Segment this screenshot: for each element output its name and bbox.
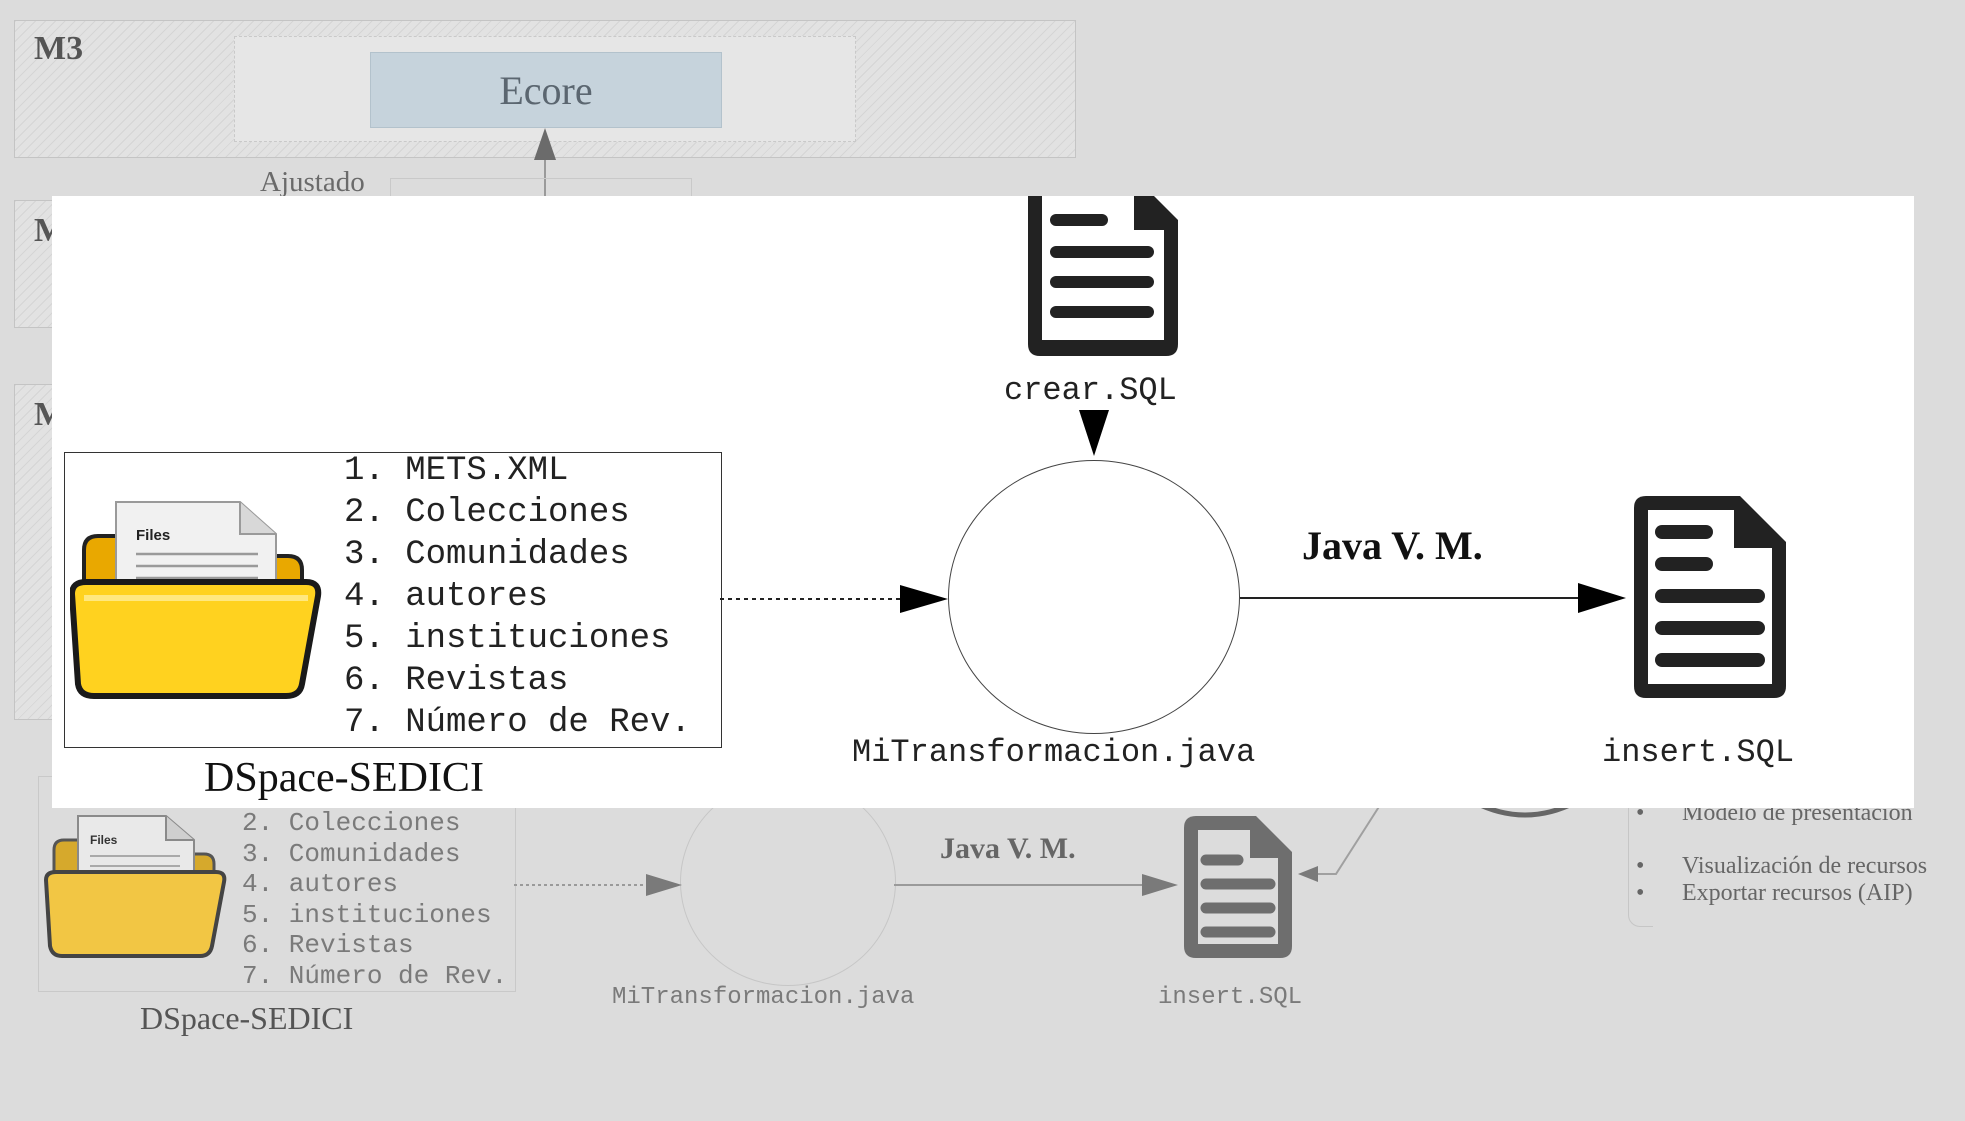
bg-dspace-label: DSpace-SEDICI: [140, 1000, 354, 1036]
bg-list-item: 7. Número de Rev.: [242, 960, 508, 991]
folder-icon: Files: [70, 494, 322, 702]
list-item: 4. autores: [344, 578, 549, 616]
transform-circle: [948, 460, 1240, 734]
bg-jvm-arrow: [894, 872, 1180, 898]
m3-label: M3: [34, 30, 84, 67]
list-item: 1. METS.XML: [344, 452, 569, 490]
bg-list-item: 3. Comunidades: [242, 838, 461, 869]
ecore-label: Ecore: [499, 67, 593, 113]
item-list: 1. METS.XML 2. Colecciones 3. Comunidade…: [344, 450, 691, 744]
crear-to-transform-arrow: [1076, 408, 1112, 458]
files-label: Files: [136, 527, 170, 544]
bg-list-item: 2. Colecciones: [242, 808, 461, 838]
crear-doc-cover: [1000, 176, 1210, 196]
insert-sql-label: insert.SQL: [1602, 734, 1795, 771]
bg-files-label: Files: [90, 833, 118, 847]
bg-folder-icon: Files: [44, 810, 228, 960]
ajustado-label: Ajustado: [260, 166, 365, 198]
ajustado-box: [390, 178, 692, 199]
bg-list-item: 5. instituciones: [242, 899, 492, 930]
bg-circle: [680, 778, 896, 986]
bg-list-item: 6. Revistas: [242, 930, 414, 960]
bg-bullet-frame: [1628, 800, 1653, 927]
transform-label: MiTransformacion.java: [852, 734, 1256, 771]
jvm-label: Java V. M.: [1302, 523, 1483, 568]
transform-to-insert-arrow: [1240, 580, 1628, 616]
m1-band: [14, 384, 56, 720]
list-item: 5. instituciones: [344, 620, 671, 658]
insert-doc-icon: [1630, 492, 1790, 702]
bg-list-item: 4. autores: [242, 869, 399, 899]
bg-connector: [1296, 800, 1386, 890]
bg-bullet-list: Modelo de presentación Visualización de …: [1636, 800, 1927, 907]
bg-bullet-item: Exportar recursos (AIP): [1636, 880, 1927, 907]
bg-insert-doc-icon: [1178, 812, 1298, 962]
sedici-to-transform-arrow: [720, 582, 950, 616]
list-item: 6. Revistas: [344, 662, 569, 700]
list-item: 3. Comunidades: [344, 536, 630, 574]
bg-insert-label: insert.SQL: [1158, 984, 1303, 1011]
bg-bullet-item: Visualización de recursos: [1636, 853, 1927, 880]
ecore-box: Ecore: [370, 52, 722, 128]
list-item: 2. Colecciones: [344, 494, 630, 532]
crear-doc-icon: [1022, 184, 1186, 360]
dspace-sedici-label: DSpace-SEDICI: [204, 755, 484, 801]
bg-transform-label: MiTransformacion.java: [612, 984, 915, 1011]
crear-sql-label: crear.SQL: [1004, 372, 1177, 409]
bg-item-list: 2. Colecciones 3. Comunidades 4. autores…: [242, 808, 507, 991]
m2-band: [14, 200, 56, 328]
bg-jvm-label: Java V. M.: [940, 832, 1076, 865]
list-item: 7. Número de Rev.: [344, 704, 691, 742]
bg-dotted-arrow: [514, 872, 684, 898]
